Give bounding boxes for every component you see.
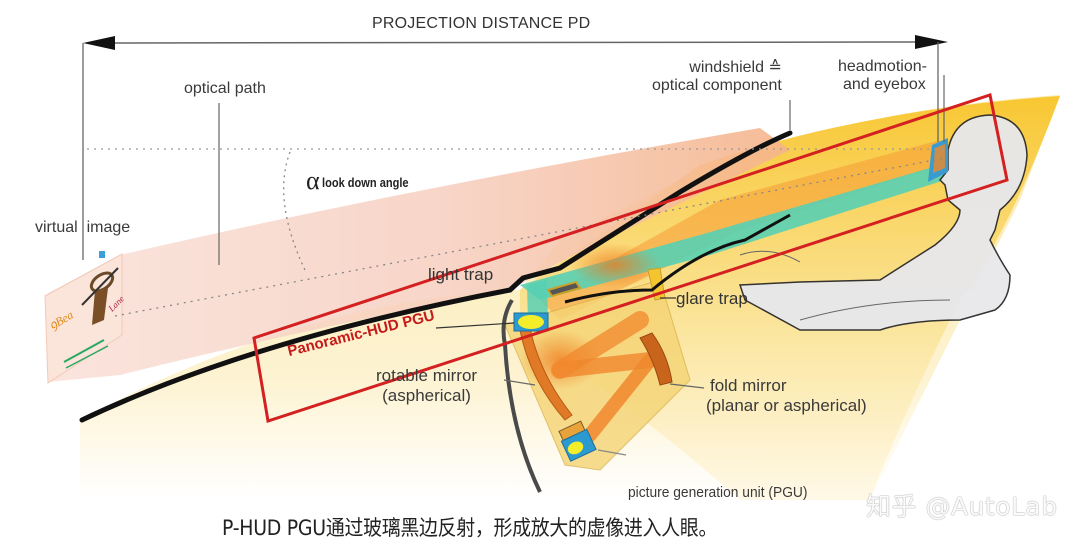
rotable-mirror-label: rotable mirror (aspherical) bbox=[376, 366, 477, 405]
fold-mirror bbox=[639, 332, 673, 386]
alpha-arc bbox=[283, 151, 306, 271]
glare-trap-label: glare trap bbox=[676, 289, 748, 308]
optical-path-label: optical path bbox=[184, 80, 266, 97]
light-trap-plate bbox=[546, 280, 582, 298]
rotable-mirror-line2: (aspherical) bbox=[382, 385, 471, 405]
virtual-image-panel bbox=[44, 253, 123, 384]
caption-text: P-HUD PGU通过玻璃黑边反射，形成放大的虚像进入人眼。 bbox=[222, 516, 718, 540]
pd-arrow-left-head bbox=[83, 36, 115, 50]
windshield-line bbox=[79, 130, 793, 423]
pgu-bottom-unit bbox=[558, 420, 597, 462]
driver-silhouette bbox=[738, 114, 1028, 331]
look-down-angle-label: look down angle bbox=[322, 175, 409, 190]
look-down-line bbox=[114, 157, 946, 317]
virtual-image-beam bbox=[45, 128, 790, 382]
highlight-box bbox=[252, 93, 1009, 423]
virtual-image-label: virtual image bbox=[35, 219, 131, 236]
windshield-label-line1: windshield ≙ bbox=[689, 59, 782, 76]
pd-arrow-right-head bbox=[915, 35, 948, 49]
panoramic-pgu-unit bbox=[513, 312, 549, 332]
eyebox-inner bbox=[933, 144, 945, 173]
pgu-top-leader bbox=[435, 322, 515, 329]
alpha-symbol: α bbox=[306, 166, 320, 195]
steering-column-line bbox=[501, 298, 542, 493]
rotable-mirror-line1: rotable mirror bbox=[376, 366, 478, 385]
windshield-label-line2: optical component bbox=[652, 77, 782, 95]
pgu-bottom-leader bbox=[597, 449, 627, 456]
fold-mirror-line2: (planar or aspherical) bbox=[706, 395, 867, 415]
headmotion-eyebox-label: headmotion- and eyebox bbox=[838, 58, 927, 95]
pd-arrow-line bbox=[89, 41, 936, 44]
picture-generation-unit-label: picture generation unit (PGU) bbox=[628, 484, 808, 501]
headmotion-label-line2: and eyebox bbox=[843, 76, 926, 94]
dashboard-line bbox=[564, 213, 791, 304]
rotable-leader bbox=[503, 379, 536, 386]
light-trap-label: light trap bbox=[428, 265, 494, 284]
headmotion-label-line1: headmotion- bbox=[838, 58, 927, 75]
fold-mirror-label: fold mirror (planar or aspherical) bbox=[706, 376, 867, 415]
teal-beam-to-pgu bbox=[527, 280, 548, 322]
fold-mirror-line1: fold mirror bbox=[710, 376, 787, 395]
projection-distance-title: PROJECTION DISTANCE PD bbox=[372, 15, 591, 32]
rotable-mirror bbox=[519, 327, 573, 421]
fold-leader bbox=[669, 383, 705, 389]
watermark: 知乎 @AutoLab bbox=[866, 492, 1058, 521]
windshield-label: windshield ≙ optical component bbox=[652, 59, 782, 96]
